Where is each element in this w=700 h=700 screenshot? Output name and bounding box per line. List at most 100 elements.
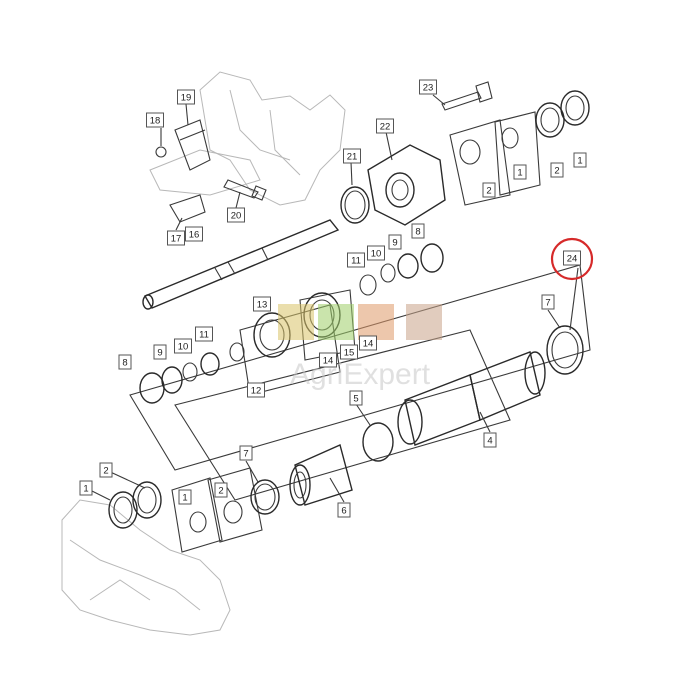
bolt-part-20 xyxy=(223,179,267,201)
callout-c2b: 2 xyxy=(482,182,496,198)
bearing-parts-lower-left xyxy=(108,481,243,533)
callout-c9b: 9 xyxy=(153,344,167,360)
callout-box xyxy=(541,294,555,310)
callout-box xyxy=(214,482,228,498)
watermark-text: AgriExpert xyxy=(290,358,431,391)
callout-label: 24 xyxy=(567,254,578,265)
background-casting-top xyxy=(149,71,346,206)
callout-box xyxy=(482,182,496,198)
callout-box xyxy=(340,344,358,360)
callout-box xyxy=(174,338,192,354)
callout-label: 7 xyxy=(243,449,248,460)
callout-label: 11 xyxy=(199,330,209,341)
callout-box xyxy=(239,445,253,461)
callout-label: 17 xyxy=(171,234,182,245)
callout-label: 1 xyxy=(182,493,187,504)
callout-box xyxy=(227,207,245,223)
callout-c1b: 1 xyxy=(513,164,527,180)
callout-label: 13 xyxy=(257,300,268,311)
callout-box xyxy=(178,489,192,505)
seal-part-21 xyxy=(340,186,370,224)
callout-c1c: 1 xyxy=(178,489,192,505)
callout-c11b: 11 xyxy=(195,326,213,342)
bolt-part-23 xyxy=(441,81,493,111)
callout-box xyxy=(419,79,437,95)
callout-c19: 19 xyxy=(177,89,195,105)
callout-label: 21 xyxy=(347,152,358,163)
background-casting-bottom xyxy=(61,499,231,636)
callout-c15: 15 xyxy=(340,344,358,360)
callout-c17: 17 xyxy=(167,230,185,246)
callout-c8b: 8 xyxy=(118,354,132,370)
callout-c12: 12 xyxy=(247,382,265,398)
sleeve-part-4 xyxy=(397,351,546,446)
callout-label: 9 xyxy=(392,238,397,249)
callout-box xyxy=(153,344,167,360)
callout-label: 1 xyxy=(517,168,522,179)
callout-c9a: 9 xyxy=(388,234,402,250)
callout-box xyxy=(359,335,377,351)
watermark-tile-3 xyxy=(358,304,394,340)
callout-label: 4 xyxy=(487,436,492,447)
callout-label: 2 xyxy=(554,166,559,177)
ring-parts-5-7 xyxy=(362,325,584,462)
callout-c5: 5 xyxy=(349,390,363,406)
callout-label: 20 xyxy=(231,211,242,222)
callout-box xyxy=(195,326,213,342)
callout-label: 1 xyxy=(577,156,582,167)
callout-label: 23 xyxy=(423,83,434,94)
callout-box xyxy=(550,162,564,178)
callout-box xyxy=(483,432,497,448)
nut-part-18 xyxy=(155,146,167,158)
callout-box xyxy=(177,89,195,105)
clamp-part-19 xyxy=(155,119,211,223)
callout-label: 14 xyxy=(323,356,334,367)
callout-box xyxy=(376,118,394,134)
callout-c11a: 11 xyxy=(347,252,365,268)
callout-box xyxy=(99,462,113,478)
watermark-tile-2 xyxy=(318,304,354,340)
assembly-frames xyxy=(129,111,591,553)
callout-box xyxy=(573,152,587,168)
callout-label: 19 xyxy=(181,93,192,104)
callout-label: 6 xyxy=(341,506,346,517)
callout-label: 12 xyxy=(251,386,262,397)
callout-c14b: 14 xyxy=(359,335,377,351)
callout-box xyxy=(513,164,527,180)
callout-box xyxy=(337,502,351,518)
callout-c10a: 10 xyxy=(367,245,385,261)
callout-c13: 13 xyxy=(253,296,271,312)
callout-label: 5 xyxy=(353,394,358,405)
callout-c14a: 14 xyxy=(319,352,337,368)
callout-c1d: 1 xyxy=(79,480,93,496)
housing-part-22 xyxy=(367,144,446,226)
callout-label: 7 xyxy=(545,298,550,309)
callout-c2c: 2 xyxy=(214,482,228,498)
watermark-tile-1 xyxy=(278,304,314,340)
callout-box xyxy=(347,252,365,268)
callout-label: 15 xyxy=(344,348,355,359)
callout-box xyxy=(167,230,185,246)
callout-c24: 24 xyxy=(563,250,581,266)
ring-part-7-lower xyxy=(250,479,280,515)
callout-box xyxy=(343,148,361,164)
watermark: AgriExpert xyxy=(278,304,442,391)
callout-c1a: 1 xyxy=(573,152,587,168)
bearing-parts-top-right xyxy=(459,90,590,165)
callout-c21: 21 xyxy=(343,148,361,164)
callout-label: 9 xyxy=(157,348,162,359)
callout-box xyxy=(367,245,385,261)
callout-box xyxy=(319,352,337,368)
callout-c7b: 7 xyxy=(239,445,253,461)
callout-label: 22 xyxy=(380,122,391,133)
callout-c7a: 7 xyxy=(541,294,555,310)
callout-label: 10 xyxy=(178,342,189,353)
callout-box xyxy=(411,223,425,239)
callout-box xyxy=(185,226,203,242)
callout-c20: 20 xyxy=(227,207,245,223)
callout-c10b: 10 xyxy=(174,338,192,354)
ring-set-upper xyxy=(359,243,444,296)
callout-label: 2 xyxy=(486,186,491,197)
